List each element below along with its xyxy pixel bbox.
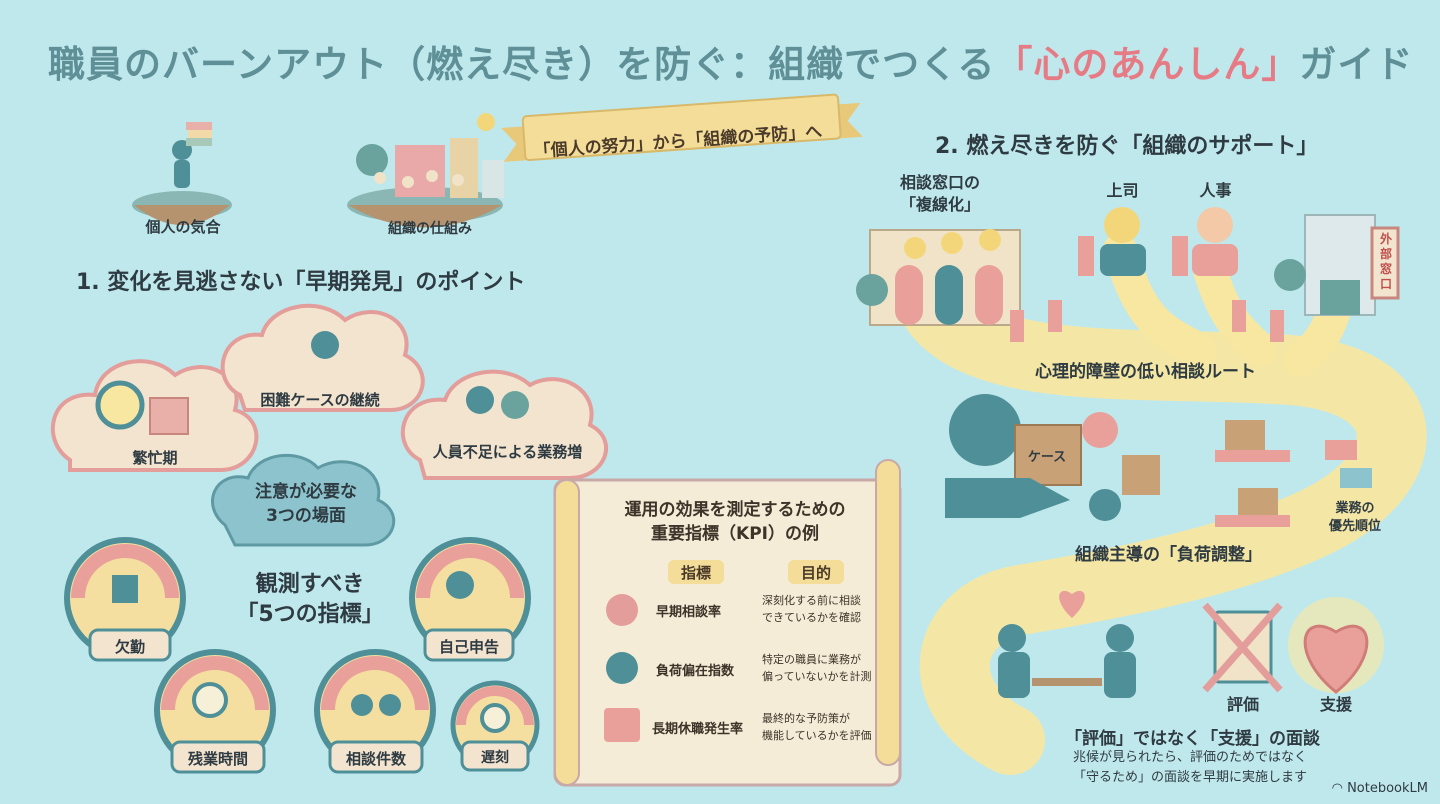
- kpi-title-line-2: 重要指標（KPI）の例: [651, 524, 819, 544]
- cloud-label-busy-season: 繁忙期: [132, 449, 178, 467]
- hr-label: 人事: [1199, 181, 1232, 200]
- individual-island-illustration: [132, 122, 232, 225]
- page-title-prefix: 職員のバーンアウト（燃え尽き）を防ぐ：組織でつくる: [48, 43, 996, 86]
- load-adjustment-label: 組織主導の「負荷調整」: [1075, 545, 1262, 565]
- external-label-char-4: 口: [1379, 277, 1392, 291]
- kpi-title-line-1: 運用の効果を測定するための: [624, 500, 846, 520]
- route-label: 心理的障壁の低い相談ルート: [1035, 362, 1256, 382]
- external-label-char-3: 窓: [1379, 262, 1392, 276]
- boss-label: 上司: [1106, 181, 1139, 200]
- page-title-highlight: 「心のあんしん」: [995, 43, 1300, 86]
- kpi-purpose-2-line-2: 偏っていないかを計測: [762, 670, 872, 683]
- kpi-purpose-1-line-2: できているかを確認: [762, 611, 861, 624]
- priority-label-line-1: 業務の: [1335, 501, 1375, 516]
- heart-icon: [1059, 590, 1085, 618]
- cloud-staff-shortage: [400, 369, 609, 480]
- kpi-purpose-2: 特定の職員に業務が 偏っていないかを計測: [762, 651, 871, 685]
- support-heart-icon: [1288, 597, 1384, 694]
- kpi-purpose-2-line-1: 特定の職員に業務が: [762, 653, 861, 666]
- interview-note-line-1: 兆候が見られたら、評価のためではなく: [1072, 750, 1307, 765]
- center-cloud-line-2: 3つの場面: [266, 506, 346, 526]
- organization-island-illustration: [347, 113, 504, 228]
- brand-logo-icon: ◠: [1331, 781, 1348, 796]
- kpi-purpose-1: 深刻化する前に相談 できているかを確認: [762, 592, 861, 626]
- case-label: ケース: [1027, 450, 1067, 465]
- interview-note: 兆候が見られたら、評価のためではなく 「守るため」の面談を早期に実施します: [1040, 748, 1340, 788]
- kpi-purpose-3: 最終的な予防策が 機能しているかを評価: [762, 710, 872, 744]
- gauge-label-overtime: 残業時間: [187, 750, 248, 768]
- people-icon: [466, 386, 494, 414]
- cloud-label-difficult-case: 困難ケースの継続: [260, 391, 380, 409]
- kpi-scroll: [553, 459, 902, 787]
- kpi-purpose-3-line-1: 最終的な予防策が: [762, 712, 850, 725]
- page-title: 職員のバーンアウト（燃え尽き）を防ぐ：組織でつくる「心のあんしん」ガイド: [48, 34, 1412, 94]
- alarm-clock-icon: [95, 380, 145, 430]
- kpi-indicator-3: 長期休職発生率: [652, 722, 744, 737]
- interview-note-line-2: 「守るため」の面談を早期に実施します: [1072, 770, 1307, 785]
- gauge-label-absence: 欠勤: [114, 638, 145, 656]
- section2-title: 2. 燃え尽きを防ぐ「組織のサポート」: [935, 134, 1319, 159]
- window-label-line-1: 相談窓口の: [899, 173, 980, 192]
- chat-people-icon: [606, 594, 638, 626]
- brand-label: ◠ NotebookLM: [1332, 781, 1428, 796]
- kpi-header-purpose: 目的: [800, 564, 831, 582]
- kpi-indicator-2: 負荷偏在指数: [656, 664, 735, 679]
- gauge-label-self-report: 自己申告: [438, 638, 499, 656]
- hr-figure: [1172, 207, 1238, 276]
- hiker-icon: [311, 331, 339, 359]
- external-label-char-2: 部: [1379, 247, 1392, 261]
- priority-label: 業務の 優先順位: [1318, 500, 1392, 536]
- gauge-label-consultations: 相談件数: [345, 750, 406, 768]
- organization-label: 組織の仕組み: [388, 221, 472, 237]
- page-title-suffix: ガイド: [1299, 43, 1414, 86]
- metrics-title-line-2: 「5つの指標」: [236, 602, 384, 627]
- metrics-title-line-1: 観測すべき: [255, 572, 365, 597]
- interview-illustration: [998, 590, 1136, 698]
- external-label-char-1: 外: [1379, 232, 1392, 246]
- case-box: [1014, 424, 1082, 486]
- support-label: 支援: [1319, 695, 1352, 714]
- evaluation-crossed-icon: [1202, 602, 1283, 693]
- kpi-indicator-1: 早期相談率: [656, 605, 722, 620]
- kpi-title: 運用の効果を測定するための 重要指標（KPI）の例: [590, 498, 880, 546]
- hand-icon: [945, 478, 1070, 518]
- center-cloud-text: 注意が必要な 3つの場面: [236, 480, 376, 528]
- external-office-label: 外 部 窓 口: [1376, 232, 1396, 292]
- external-office-building: [1274, 214, 1400, 316]
- priority-label-line-2: 優先順位: [1328, 519, 1381, 534]
- evaluation-label: 評価: [1226, 695, 1259, 714]
- boss-figure: [1078, 207, 1146, 276]
- gauge-label-lateness: 遅刻: [481, 750, 509, 766]
- kpi-header-indicator: 指標: [680, 564, 711, 582]
- brand-text: NotebookLM: [1347, 781, 1428, 796]
- interview-title: 「評価」ではなく「支援」の面談: [1065, 729, 1320, 749]
- window-label: 相談窓口の 「複線化」: [890, 172, 990, 216]
- priority-icon: [1325, 440, 1372, 488]
- consultation-window-building: [856, 229, 1021, 326]
- window-label-line-2: 「複線化」: [899, 195, 980, 214]
- center-cloud-line-1: 注意が必要な: [255, 482, 357, 502]
- calendar-icon: [604, 708, 640, 742]
- cloud-label-staff-shortage: 人員不足による業務増: [432, 443, 583, 461]
- scale-icon: [606, 652, 638, 684]
- kpi-purpose-3-line-2: 機能しているかを評価: [762, 729, 872, 742]
- metrics-title: 観測すべき 「5つの指標」: [215, 570, 405, 630]
- center-cloud: [211, 453, 396, 547]
- kpi-purpose-1-line-1: 深刻化する前に相談: [762, 594, 861, 607]
- section1-title: 1. 変化を見逃さない「早期発見」のポイント: [76, 270, 526, 295]
- gear-icon: [949, 394, 1021, 466]
- intro-ribbon: [501, 93, 863, 162]
- support-route-path: [895, 265, 1427, 775]
- individual-label: 個人の気合: [145, 218, 221, 236]
